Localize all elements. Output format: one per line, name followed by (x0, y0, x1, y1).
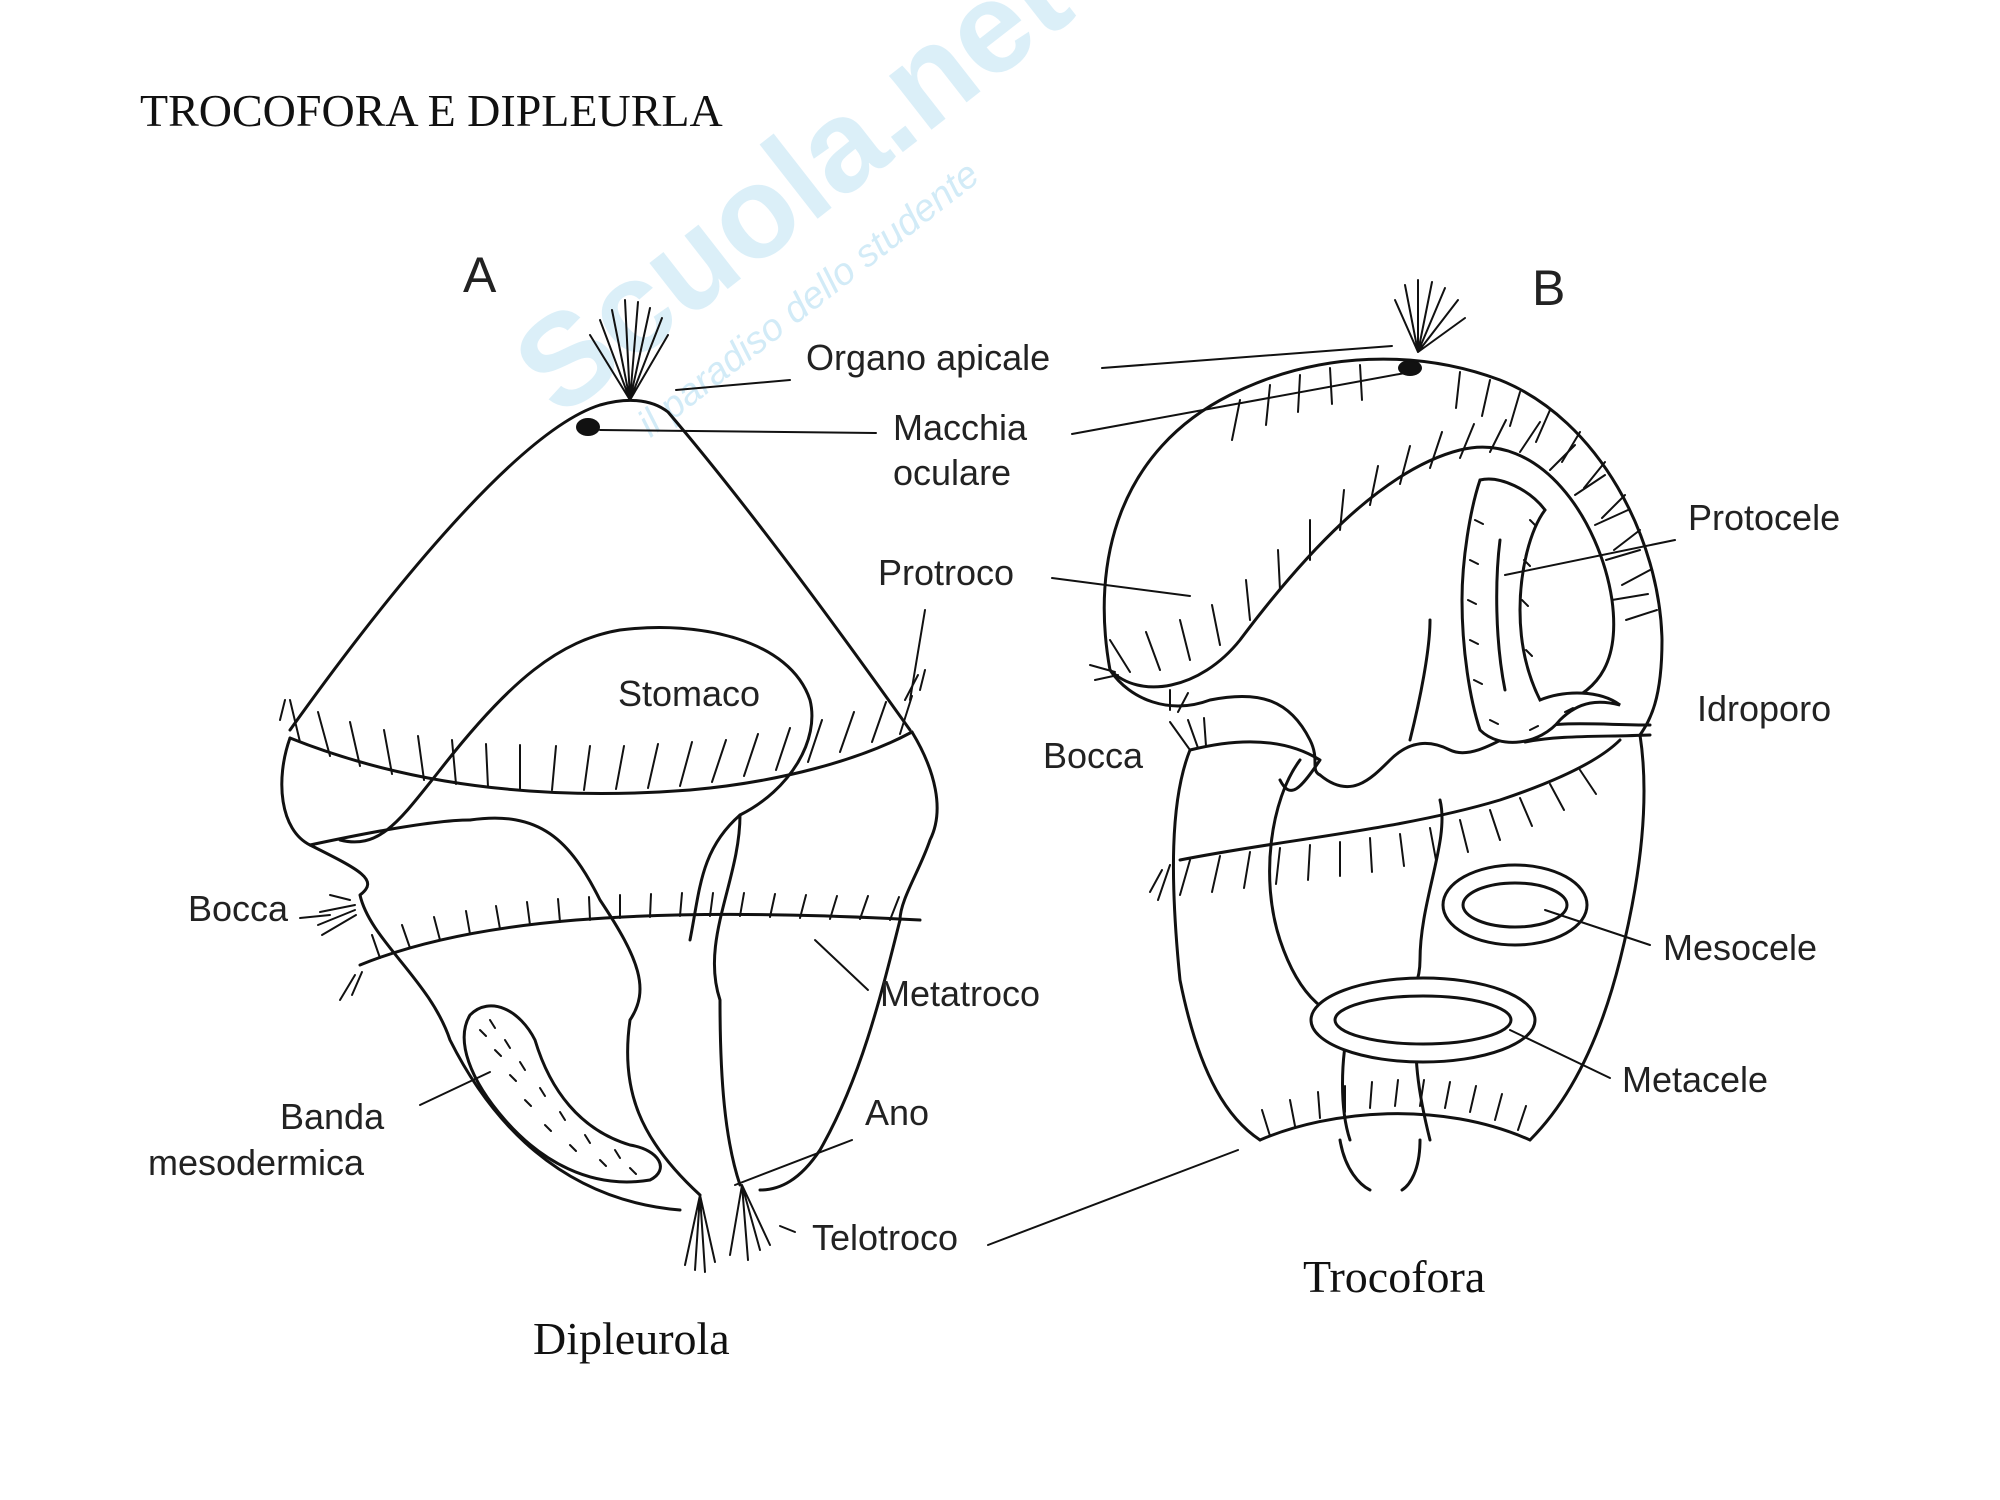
label-protocele: Protocele (1688, 497, 1840, 538)
leader-organo-apicale-b (1101, 345, 1393, 369)
caption-dipleurola: Dipleurola (533, 1313, 730, 1364)
mesocele (1441, 863, 1589, 947)
leader-ano (734, 1139, 853, 1186)
panel-label-b: B (1532, 260, 1565, 316)
leader-protocele (1504, 539, 1676, 576)
leader-metatroco (814, 939, 869, 991)
leader-protroco-a (909, 609, 926, 701)
caption-trocofora: Trocofora (1303, 1251, 1486, 1302)
telotroch-band-b (1258, 1112, 1532, 1142)
trunk-outline-b (1171, 748, 1262, 1142)
leader-organo-apicale-a (675, 379, 791, 391)
label-bocca-b: Bocca (1043, 735, 1144, 776)
leader-macchia-a (599, 429, 877, 434)
label-organo-apicale: Organo apicale (806, 337, 1050, 378)
mesodermal-band-a (462, 1004, 662, 1184)
eye-spot-b (1398, 360, 1422, 376)
panel-label-a: A (463, 247, 497, 303)
protocele (1460, 477, 1621, 744)
leader-metacele (1509, 1029, 1611, 1079)
leader-mesocele (1544, 909, 1651, 946)
leader-telotroco-b (987, 1149, 1239, 1246)
metatroch-band-a (358, 912, 922, 967)
label-metatroco: Metatroco (880, 973, 1040, 1014)
protroch-band-a (288, 730, 914, 795)
protroch-cilia-a (279, 669, 926, 791)
leader-telotroco-a (779, 1225, 796, 1233)
head-outline-b (1102, 357, 1664, 737)
apical-tuft-a (589, 299, 669, 401)
label-protroco: Protroco (878, 552, 1014, 593)
trocofora-larva (1089, 279, 1664, 1192)
body-lower-a (280, 736, 472, 847)
stomach-a (438, 626, 814, 942)
leader-protroco-b (1051, 577, 1191, 597)
label-metacele: Metacele (1622, 1059, 1768, 1100)
label-mesocele: Mesocele (1663, 927, 1817, 968)
label-banda-2: mesodermica (148, 1142, 365, 1183)
label-bocca-a: Bocca (188, 888, 289, 929)
label-stomaco: Stomaco (618, 673, 760, 714)
label-macchia-1: Macchia (893, 407, 1028, 448)
gut-a (468, 816, 702, 1197)
body-upper-a (288, 398, 912, 732)
page-title: TROCOFORA E DIPLEURLA (140, 85, 723, 136)
label-banda-1: Banda (280, 1096, 385, 1137)
leader-banda (419, 1071, 491, 1106)
watermark: Scuola.net il paradiso dello studente (487, 0, 1095, 445)
protroch-cilia-b (1089, 364, 1658, 713)
leader-bocca-a (299, 914, 331, 919)
label-macchia-2: oculare (893, 452, 1011, 493)
eye-spot-a (576, 418, 600, 436)
dipleurola-larva (279, 299, 939, 1273)
metacele (1309, 976, 1537, 1064)
metatroch-cilia-a (339, 892, 900, 1001)
label-telotroco: Telotroco (812, 1217, 958, 1258)
metatroch-band-b (1178, 738, 1622, 862)
label-idroporo: Idroporo (1697, 688, 1831, 729)
label-ano: Ano (865, 1092, 929, 1133)
